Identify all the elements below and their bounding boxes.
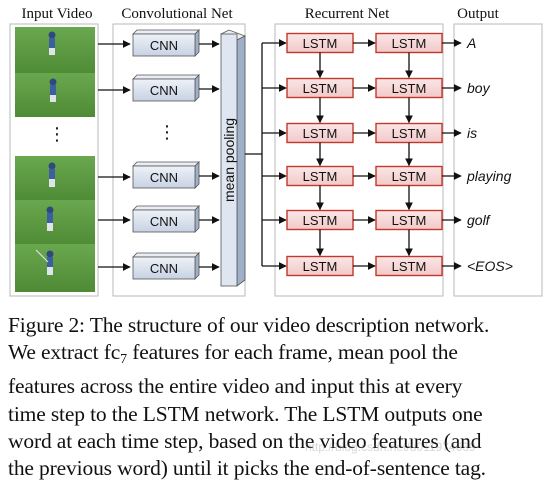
caption-text: features for each frame, mean pool the	[126, 340, 458, 365]
cnn-label: CNN	[150, 261, 178, 276]
lstm-label: LSTM	[303, 169, 338, 184]
lstm-cell: LSTM	[375, 209, 443, 231]
lstm-cell: LSTM	[286, 32, 354, 54]
cnn-box: CNN	[132, 205, 200, 233]
header-output: Output	[457, 6, 500, 22]
header-input-video: Input Video	[22, 6, 93, 22]
caption-text: We extract fc	[8, 340, 121, 365]
cnn-label: CNN	[150, 38, 178, 53]
output-word: is	[467, 125, 477, 141]
caption-line: Figure 2: The structure of our video des…	[8, 313, 490, 337]
output-word: A	[466, 35, 476, 51]
output-panel	[453, 23, 543, 297]
lstm-label: LSTM	[303, 259, 338, 274]
video-frame	[15, 27, 95, 75]
video-frame	[15, 244, 95, 292]
lstm-label: LSTM	[303, 126, 338, 141]
video-frame	[15, 73, 95, 117]
lstm-cell: LSTM	[375, 255, 443, 277]
mean-pooling-label: mean pooling	[221, 118, 237, 202]
cnn-label: CNN	[150, 83, 178, 98]
lstm-label: LSTM	[392, 169, 427, 184]
caption-subscript: 7	[120, 352, 127, 368]
lstm-cell: LSTM	[375, 165, 443, 187]
cnn-box: CNN	[132, 74, 200, 102]
caption-line: the previous word) until it picks the en…	[8, 456, 486, 481]
output-word: playing	[466, 168, 512, 184]
cnn-box: CNN	[132, 252, 200, 280]
figure-caption: Figure 2: The structure of our video des…	[8, 312, 548, 482]
lstm-label: LSTM	[303, 81, 338, 96]
mean-pooling-block: mean pooling	[220, 29, 246, 287]
lstm-cell: LSTM	[286, 122, 354, 144]
lstm-cell: LSTM	[375, 122, 443, 144]
cnn-box: CNN	[132, 29, 200, 57]
video-frame	[15, 200, 95, 246]
caption-line: time step to the LSTM network. The LSTM …	[8, 401, 483, 426]
cnn-label: CNN	[150, 214, 178, 229]
video-ellipsis: ⋮	[48, 124, 66, 144]
header-recurrent-net: Recurrent Net	[305, 6, 390, 22]
header-convolutional-net: Convolutional Net	[121, 6, 233, 22]
recurrent-net-panel	[274, 23, 444, 297]
lstm-label: LSTM	[392, 126, 427, 141]
input-video-panel	[9, 23, 99, 297]
video-frame	[15, 156, 95, 202]
lstm-label: LSTM	[392, 36, 427, 51]
lstm-label: LSTM	[392, 259, 427, 274]
lstm-cell: LSTM	[286, 77, 354, 99]
lstm-label: LSTM	[303, 36, 338, 51]
caption-line: We extract fc7 features for each frame, …	[8, 339, 548, 373]
lstm-cell: LSTM	[375, 77, 443, 99]
lstm-cell: LSTM	[286, 209, 354, 231]
output-word: boy	[467, 80, 491, 96]
lstm-cell: LSTM	[375, 32, 443, 54]
output-word: <EOS>	[467, 258, 513, 274]
lstm-label: LSTM	[303, 213, 338, 228]
caption-line: features across the entire video and inp…	[8, 374, 463, 399]
caption-line: word at each time step, based on the vid…	[8, 428, 482, 453]
lstm-label: LSTM	[392, 81, 427, 96]
cnn-box: CNN	[132, 161, 200, 189]
lstm-cell: LSTM	[286, 255, 354, 277]
lstm-label: LSTM	[392, 213, 427, 228]
cnn-label: CNN	[150, 170, 178, 185]
cnn-ellipsis: ⋮	[158, 122, 176, 142]
lstm-cell: LSTM	[286, 165, 354, 187]
watermark: http://blog.csdn.net/u011974639	[305, 440, 476, 454]
output-word: golf	[467, 212, 492, 228]
